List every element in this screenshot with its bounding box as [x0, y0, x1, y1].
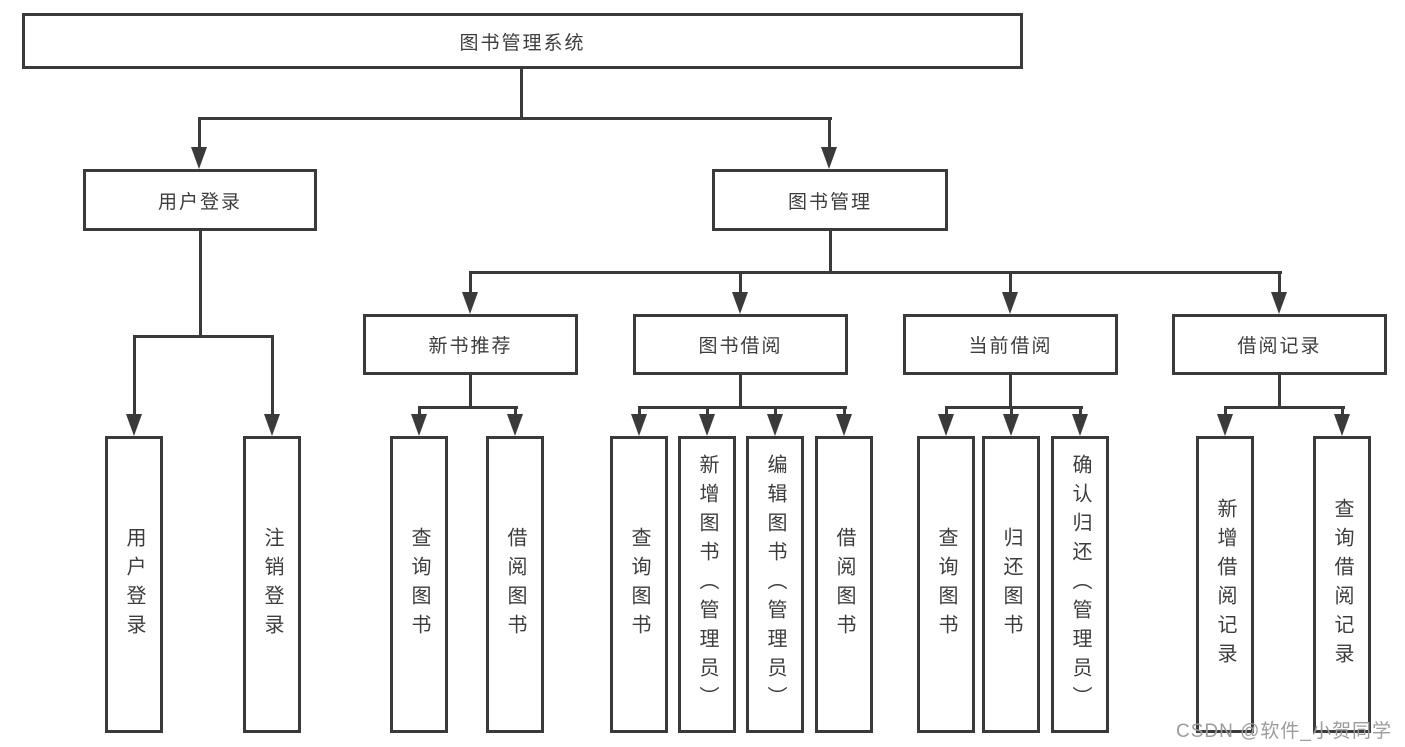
connector-split-root	[198, 117, 832, 120]
arrowhead	[1271, 292, 1287, 314]
connector-drop-leaf	[706, 406, 709, 416]
connector-stem-new-book-rec	[469, 374, 472, 408]
node-label: 借阅图书	[833, 526, 855, 643]
node-label: 图书管理系统	[459, 32, 586, 54]
connector-split-new-book-rec	[418, 406, 518, 409]
leaf-bb-add-books-admin: 新增图书（管理员）	[678, 436, 736, 733]
arrowhead	[264, 414, 280, 436]
arrowhead	[699, 414, 715, 436]
leaf-nbr-borrow-books: 借阅图书	[486, 436, 544, 733]
node-label: 新增图书（管理员）	[696, 454, 718, 715]
leaf-cb-query-books: 查询图书	[917, 436, 975, 733]
leaf-cb-confirm-return-admin: 确认归还（管理员）	[1051, 436, 1109, 733]
node-new-book-recommend: 新书推荐	[363, 314, 578, 375]
connector-drop-leaf	[638, 406, 641, 416]
connector-split-borrow-record	[1224, 406, 1345, 409]
node-label: 编辑图书（管理员）	[764, 454, 786, 715]
arrowhead	[836, 414, 852, 436]
node-label: 图书借阅	[698, 336, 783, 357]
node-borrowing-records: 借阅记录	[1172, 314, 1387, 375]
arrowhead	[938, 414, 954, 436]
leaf-br-query-record: 查询借阅记录	[1313, 436, 1371, 733]
leaf-logout: 注销登录	[243, 436, 301, 733]
connector-split-book-borrow	[638, 406, 847, 409]
connector-stem-book-borrow	[739, 374, 742, 408]
node-label: 确认归还（管理员）	[1069, 454, 1091, 715]
connector-drop-leaf	[133, 335, 136, 415]
arrowhead	[732, 292, 748, 314]
node-label: 用户登录	[157, 191, 242, 213]
connector-drop-book-mgmt	[828, 117, 831, 149]
node-library-management-system: 图书管理系统	[22, 13, 1023, 69]
arrowhead	[411, 414, 427, 436]
connector-drop-level3	[739, 271, 742, 294]
connector-split-current-borrow	[945, 406, 1083, 409]
connector-drop-leaf	[1079, 406, 1082, 416]
node-book-borrowing: 图书借阅	[633, 314, 848, 375]
arrowhead	[126, 414, 142, 436]
node-label: 归还图书	[1000, 526, 1022, 643]
node-label: 查询借阅记录	[1331, 497, 1353, 672]
node-label: 图书管理	[787, 191, 872, 213]
arrowhead	[1072, 414, 1088, 436]
connector-stem-current-borrow	[1009, 374, 1012, 408]
node-label: 借阅记录	[1237, 336, 1322, 357]
node-label: 注销登录	[261, 526, 283, 643]
arrowhead	[821, 147, 837, 169]
csdn-watermark: CSDN @软件_小贺同学	[1176, 721, 1392, 742]
node-current-borrowing: 当前借阅	[903, 314, 1118, 375]
arrowhead	[1334, 414, 1350, 436]
connector-drop-leaf	[945, 406, 948, 416]
connector-split-book-mgmt	[469, 271, 1282, 274]
leaf-cb-return-books: 归还图书	[982, 436, 1040, 733]
arrowhead	[507, 414, 523, 436]
node-label: 借阅图书	[504, 526, 526, 643]
connector-drop-user-login	[198, 117, 201, 149]
arrowhead	[767, 414, 783, 436]
node-label: 查询图书	[628, 526, 650, 643]
arrowhead	[1003, 414, 1019, 436]
connector-drop-level3	[1278, 271, 1281, 294]
node-label: 查询图书	[408, 526, 430, 643]
leaf-bb-edit-books-admin: 编辑图书（管理员）	[746, 436, 804, 733]
node-label: 当前借阅	[968, 336, 1053, 357]
arrowhead	[191, 147, 207, 169]
connector-drop-leaf	[843, 406, 846, 416]
connector-drop-leaf	[774, 406, 777, 416]
connector-drop-leaf	[514, 406, 517, 416]
connector-stem-user-login	[199, 231, 202, 337]
arrowhead	[462, 292, 478, 314]
connector-stem-borrow-record	[1278, 374, 1281, 408]
node-label: 新增借阅记录	[1214, 497, 1236, 672]
node-user-login: 用户登录	[83, 169, 317, 231]
node-label: 用户登录	[123, 526, 145, 643]
connector-drop-level3	[1009, 271, 1012, 294]
connector-drop-leaf	[418, 406, 421, 416]
arrowhead	[1217, 414, 1233, 436]
connector-drop-leaf	[1224, 406, 1227, 416]
leaf-bb-borrow-books: 借阅图书	[815, 436, 873, 733]
leaf-user-login: 用户登录	[105, 436, 163, 733]
arrowhead	[631, 414, 647, 436]
node-label: 查询图书	[935, 526, 957, 643]
leaf-bb-query-books: 查询图书	[610, 436, 668, 733]
leaf-br-add-record: 新增借阅记录	[1196, 436, 1254, 733]
connector-drop-level3	[469, 271, 472, 294]
connector-drop-leaf	[1010, 406, 1013, 416]
connector-split-user-login	[133, 335, 274, 338]
connector-drop-leaf	[271, 335, 274, 415]
connector-stem-book-mgmt	[829, 231, 832, 273]
leaf-nbr-query-books: 查询图书	[390, 436, 448, 733]
node-book-management: 图书管理	[712, 169, 948, 231]
connector-trunk	[520, 69, 523, 119]
arrowhead	[1002, 292, 1018, 314]
node-label: 新书推荐	[428, 336, 513, 357]
connector-drop-leaf	[1341, 406, 1344, 416]
